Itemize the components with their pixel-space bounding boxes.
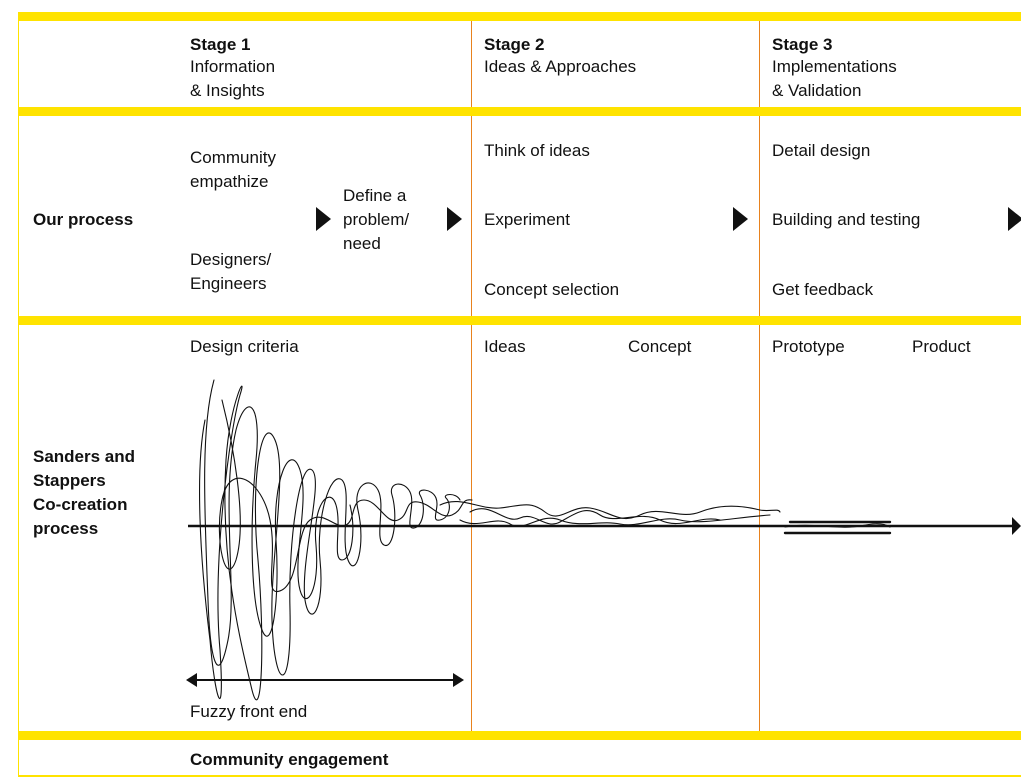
get-feedback-text: Get feedback (772, 280, 874, 299)
stage-1-label: Stage 1 (190, 35, 251, 54)
stage-1-title-line1: Information (190, 57, 276, 76)
squiggle-stroke-3 (218, 399, 473, 593)
stage-2-title-line1: Ideas & Approaches (484, 57, 637, 76)
squiggle-stroke-2 (204, 379, 354, 666)
community-text: Community (190, 148, 276, 167)
stage-3-title-line1: Implementations (772, 57, 897, 76)
divider-stage1-stage2-cocreation (471, 325, 472, 731)
stage-2-label: Stage 2 (484, 35, 545, 54)
define-line1: Define a (343, 186, 407, 205)
stage-3-title-line2: & Validation (772, 81, 862, 100)
squiggle-stroke-4 (439, 501, 781, 520)
fuzzy-arrow-left-head (186, 673, 197, 687)
ideas-text: Ideas (484, 337, 526, 356)
concept-selection-text: Concept selection (484, 280, 620, 299)
arrow-right-icon (447, 207, 462, 231)
define-line3: need (343, 234, 381, 253)
divider-stage2-stage3-cocreation (759, 325, 760, 731)
engineers-text: Engineers (190, 274, 267, 293)
squiggle-stroke-1 (199, 385, 461, 701)
design-criteria-text: Design criteria (190, 337, 299, 356)
process-axis-arrowhead (1012, 517, 1021, 535)
building-testing-text: Building and testing (772, 210, 921, 229)
experiment-text: Experiment (484, 210, 570, 229)
concept-text: Concept (628, 337, 692, 356)
designers-text: Designers/ (190, 250, 272, 269)
define-line2: problem/ (343, 210, 410, 229)
divider-stage2-stage3-process (759, 116, 760, 316)
header-band (18, 107, 1021, 116)
arrow-right-icon (1008, 207, 1021, 231)
prototype-text: Prototype (772, 337, 845, 356)
divider-stage1-stage2-process (471, 116, 472, 316)
arrow-right-icon (733, 207, 748, 231)
fuzzy-arrow-right-head (453, 673, 464, 687)
cocreation-label-line2: Stappers (33, 471, 106, 490)
community-engagement-label: Community engagement (190, 750, 389, 769)
stage-3-label: Stage 3 (772, 35, 833, 54)
detail-design-text: Detail design (772, 141, 871, 160)
product-text: Product (912, 337, 971, 356)
think-of-ideas-text: Think of ideas (484, 141, 590, 160)
empathize-text: empathize (190, 172, 269, 191)
bottom-border (18, 775, 1021, 777)
arrow-right-icon (316, 207, 331, 231)
process-band (18, 316, 1021, 325)
fuzzy-front-end-label: Fuzzy front end (190, 702, 308, 721)
our-process-label: Our process (33, 210, 134, 229)
cocreation-label-line4: process (33, 519, 99, 538)
squiggle-stroke-6 (469, 508, 721, 525)
cocreation-label-line3: Co-creation (33, 495, 128, 514)
divider-stage2-stage3 (759, 21, 760, 107)
divider-stage1-stage2 (471, 21, 472, 107)
left-border (18, 12, 19, 777)
stage-1-title-line2: & Insights (190, 81, 265, 100)
top-band (18, 12, 1021, 21)
footer-band (18, 731, 1021, 740)
cocreation-label-line1: Sanders and (33, 447, 136, 466)
